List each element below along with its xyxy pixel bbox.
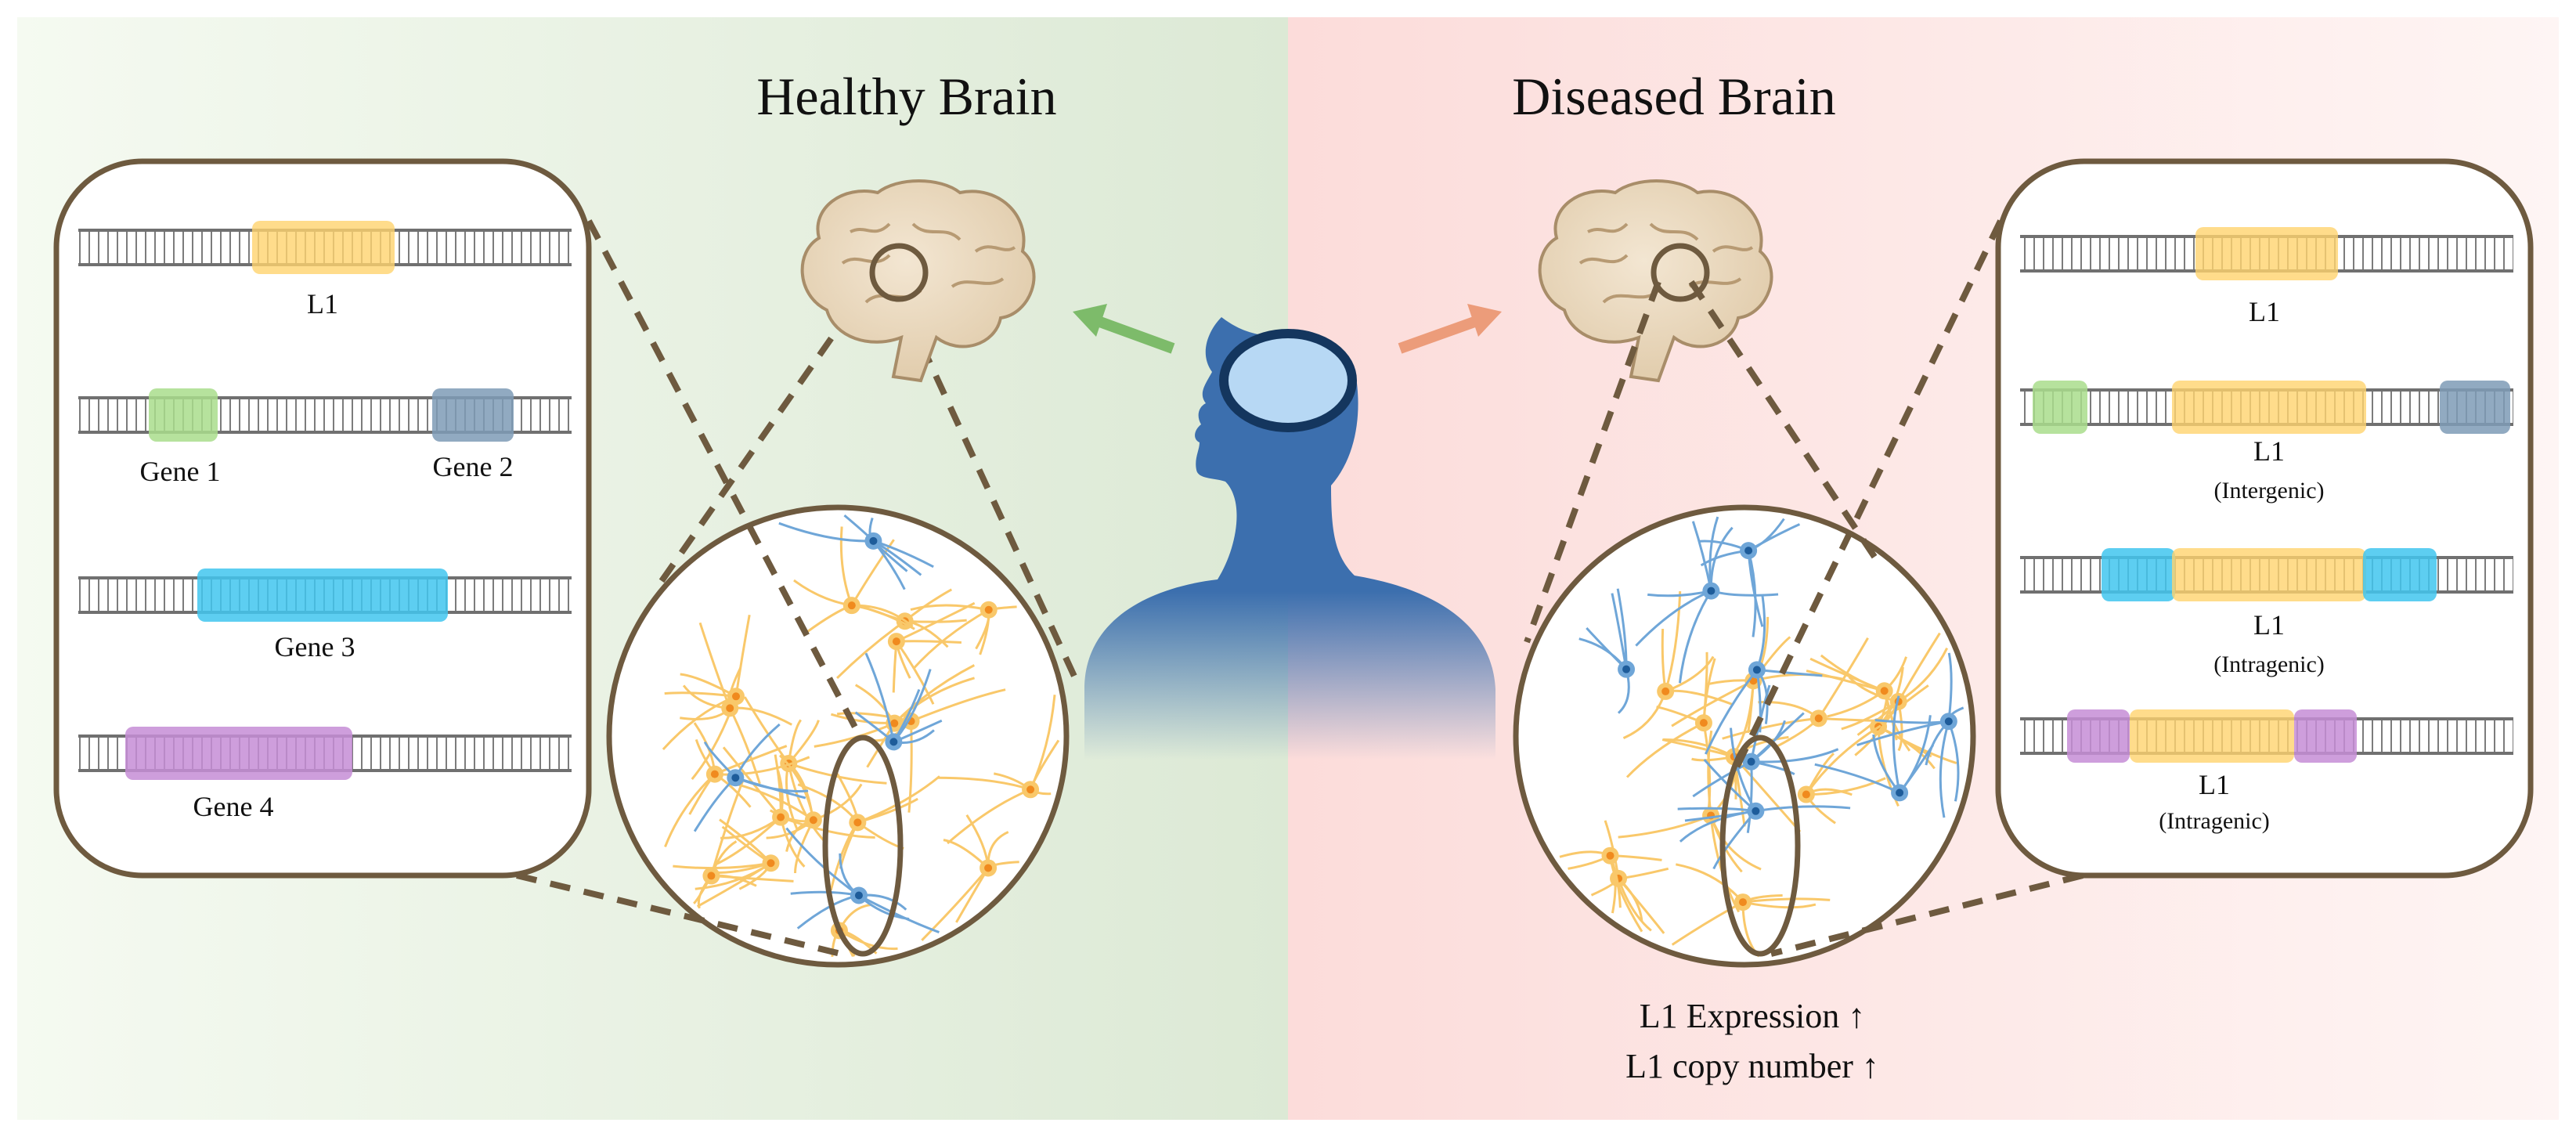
diseased-blue-neuron-1 — [1856, 652, 1964, 818]
label-l1-d: L1 — [2199, 769, 2230, 800]
healthy-orange-neuron-11 — [937, 695, 1060, 845]
healthy-orange-neuron-10 — [887, 601, 976, 705]
gene3-element — [197, 568, 448, 622]
diseased-dna-panel — [1995, 158, 2534, 879]
label-intragenic-1: (Intragenic) — [2213, 652, 2325, 677]
healthy-blue-neuron-1 — [693, 723, 809, 832]
healthy-blue-neuron-0 — [778, 514, 934, 590]
healthy-neuron-network — [662, 514, 1060, 957]
diseased-blue-neuron-4 — [1704, 594, 1823, 755]
gene4-element — [125, 727, 352, 780]
label-l1-c: L1 — [2253, 609, 2285, 641]
healthy-orange-neuron-0 — [910, 601, 1017, 670]
label-intergenic: (Intergenic) — [2213, 478, 2324, 504]
healthy-blue-neuron-2 — [854, 652, 943, 751]
dna-strand-intergenic — [2020, 381, 2513, 434]
dna-strand-gene3 — [78, 568, 572, 622]
healthy-orange-neuron-4 — [921, 814, 1019, 941]
dna-strand-gene4 — [78, 727, 572, 780]
label-l1: L1 — [307, 288, 338, 319]
dna-strand-intragenic-1 — [2020, 548, 2513, 601]
diseased-orange-neuron-11 — [1797, 724, 1886, 825]
person-silhouette — [1084, 317, 1495, 760]
l1-element — [252, 221, 395, 274]
arrow-to-healthy — [1073, 304, 1175, 354]
healthy-orange-neuron-5 — [673, 818, 780, 908]
healthy-dna-panel — [53, 158, 592, 879]
healthy-title: Healthy Brain — [756, 67, 1056, 126]
l1-element-diseased — [2195, 227, 2338, 280]
note-l1-copy-number: L1 copy number ↑ — [1625, 1047, 1879, 1085]
dna-strand-intragenic-2 — [2020, 709, 2513, 763]
diseased-blue-neuron-7 — [1692, 684, 1839, 833]
diseased-blue-neuron-6 — [1699, 518, 1801, 637]
head-brain-window — [1219, 329, 1357, 432]
arrow-to-diseased — [1398, 304, 1502, 354]
healthy-orange-neuron-8 — [735, 754, 863, 874]
label-gene1: Gene 1 — [140, 456, 221, 487]
healthy-brain-icon — [800, 179, 1036, 383]
diseased-zoom-ellipse — [1719, 735, 1801, 957]
diseased-brain-icon — [1538, 179, 1773, 383]
healthy-zoom-ellipse — [822, 735, 904, 957]
dna-strand-genes-1-2 — [78, 388, 572, 442]
gene1-element — [149, 388, 218, 442]
healthy-orange-neuron-13 — [793, 526, 915, 633]
label-l1-a: L1 — [2249, 296, 2280, 327]
dna-strand-l1-diseased — [2020, 227, 2513, 280]
dna-strand-l1 — [78, 221, 572, 274]
diseased-title: Diseased Brain — [1512, 67, 1836, 126]
gene2-element — [432, 388, 514, 442]
label-gene2: Gene 2 — [433, 451, 514, 482]
healthy-orange-neuron-15 — [680, 622, 792, 785]
diseased-blue-neuron-0 — [1578, 588, 1636, 714]
label-intragenic-2: (Intragenic) — [2159, 808, 2270, 834]
healthy-neuron-circle — [606, 504, 1070, 968]
label-gene3: Gene 3 — [275, 631, 355, 662]
label-gene4: Gene 4 — [193, 791, 274, 822]
diseased-neuron-circle — [1513, 504, 1976, 968]
note-l1-expression: L1 Expression ↑ — [1640, 997, 1865, 1035]
label-l1-b: L1 — [2253, 435, 2285, 467]
diseased-blue-neuron-2 — [1814, 695, 1935, 802]
diseased-blue-neuron-5 — [1635, 516, 1779, 684]
diseased-orange-neuron-9 — [1559, 846, 1662, 933]
diseased-orange-neuron-2 — [1622, 591, 1733, 739]
healthy-orange-neuron-14 — [714, 746, 875, 868]
diseased-zoom-lines — [1524, 219, 2084, 957]
